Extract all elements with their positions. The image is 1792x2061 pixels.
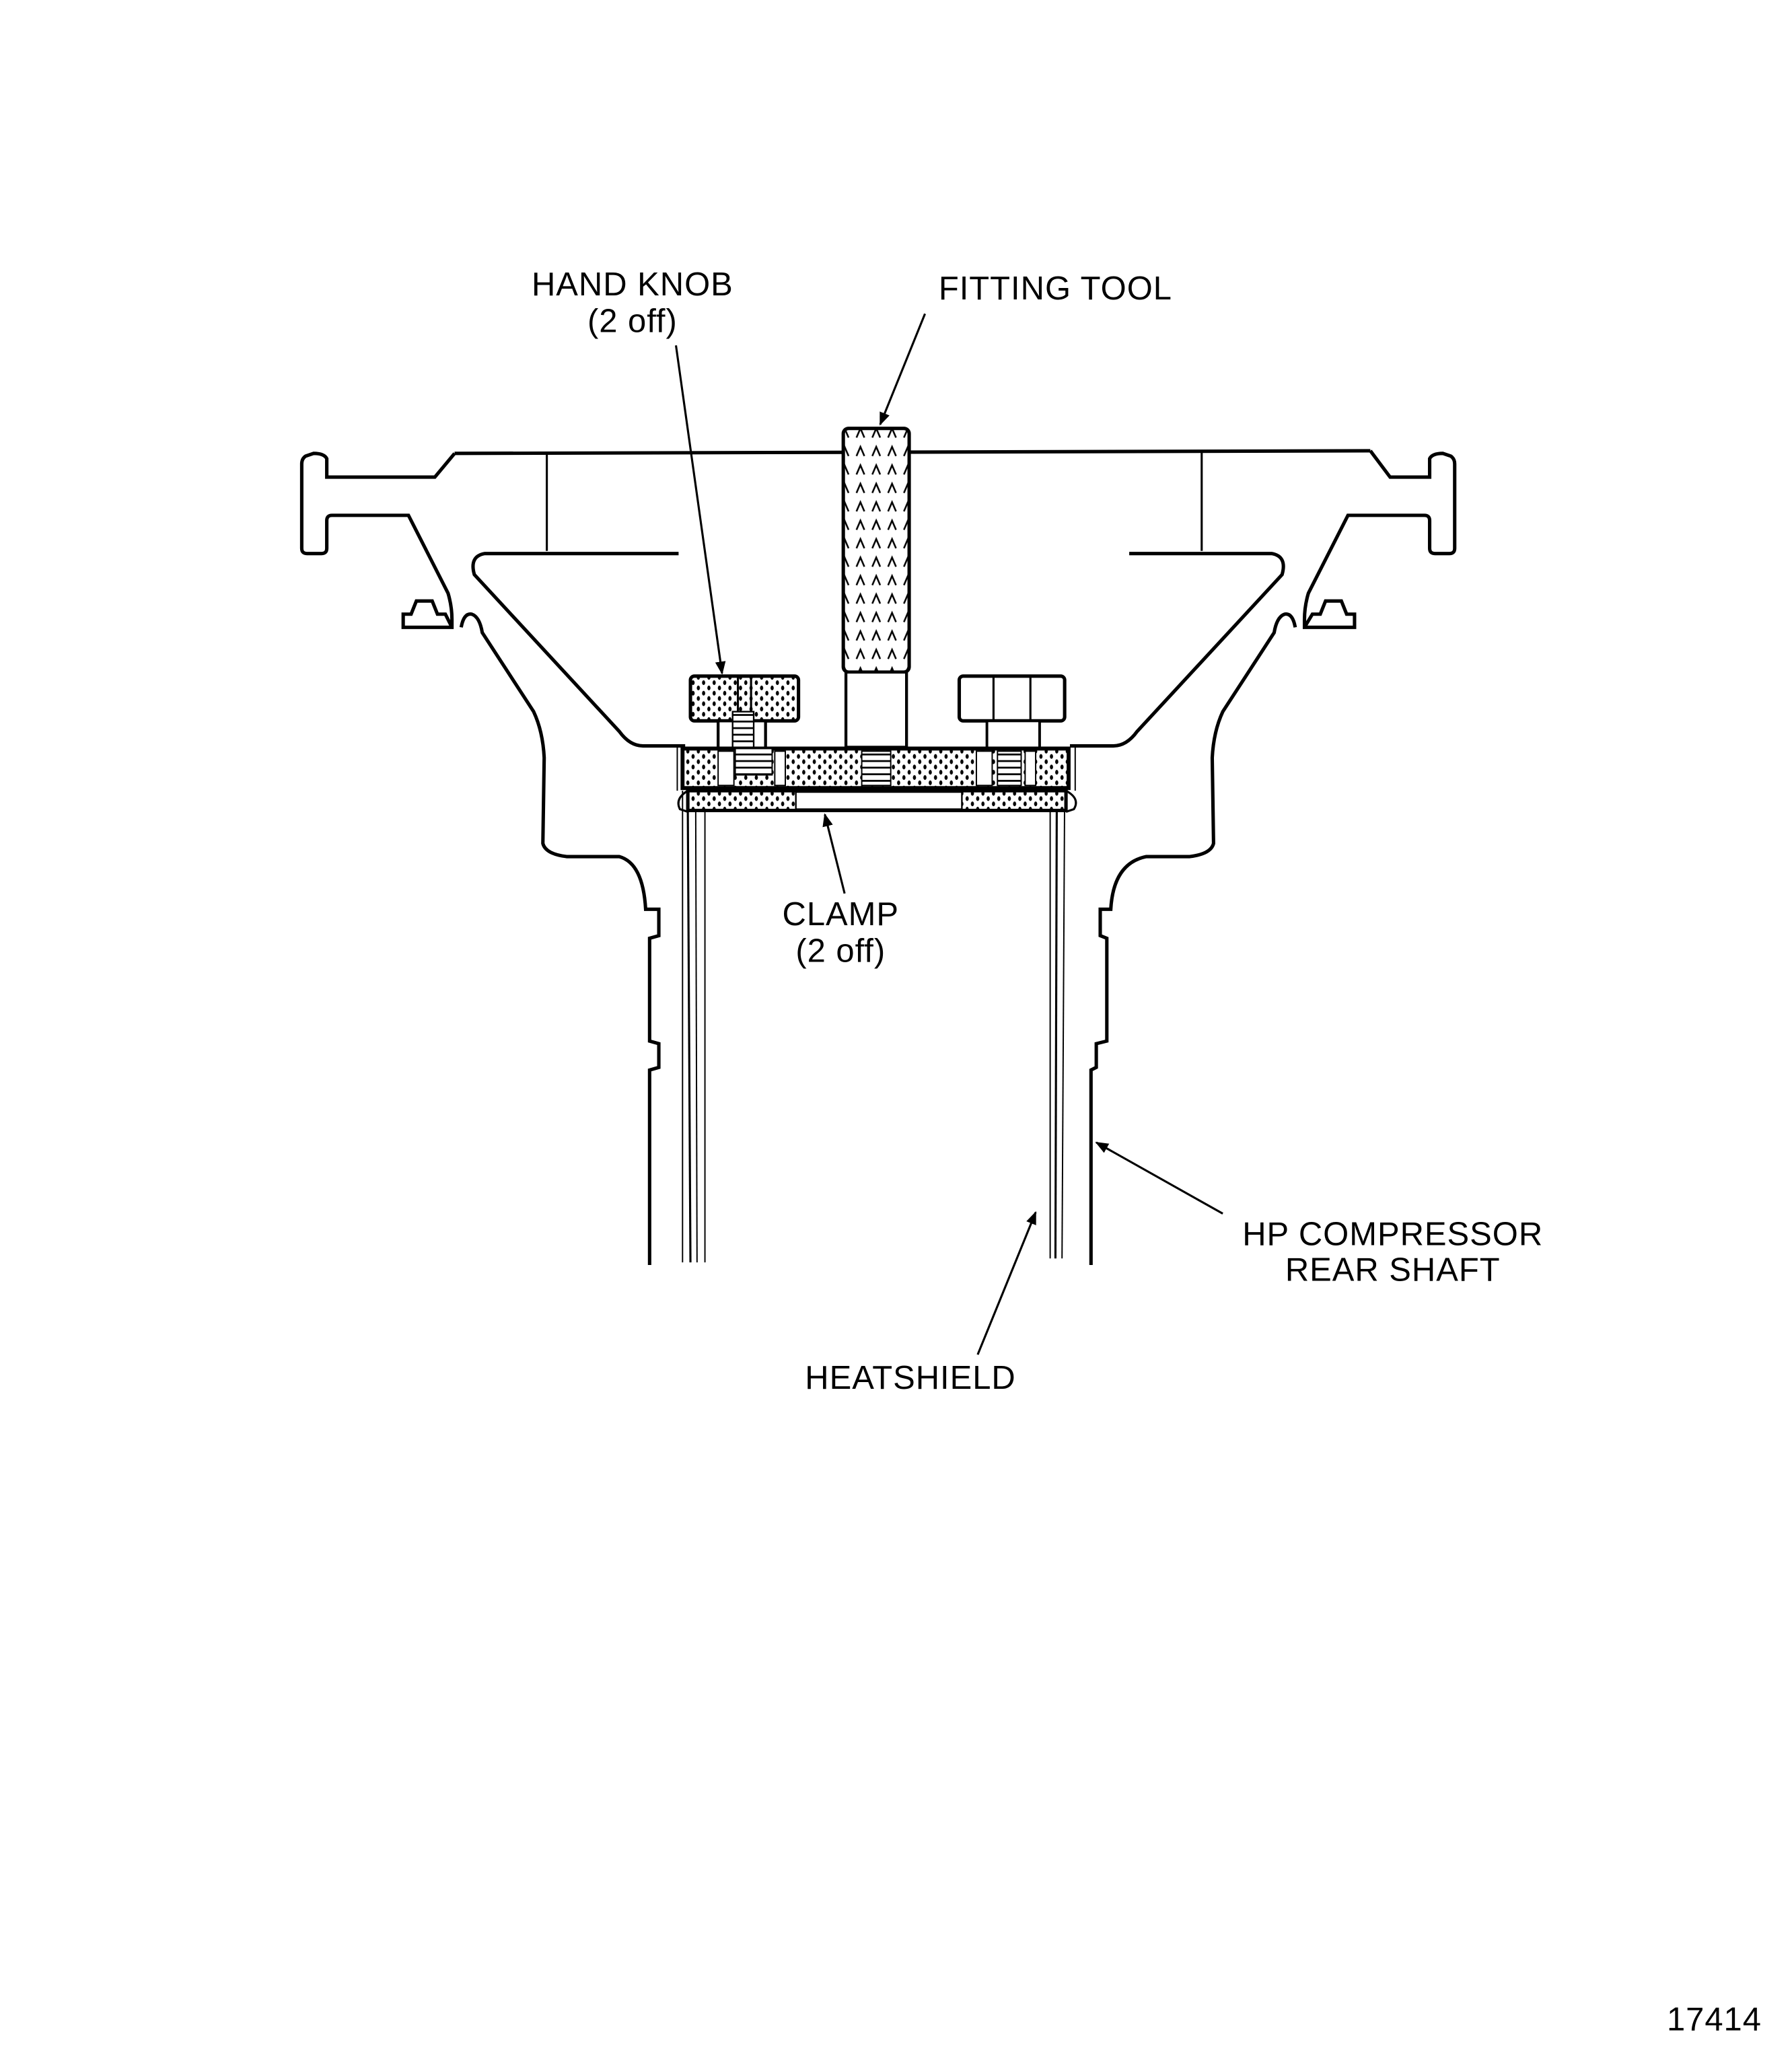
label-hand-knob-qty: (2 off) — [587, 303, 678, 340]
label-rear-shaft: REAR SHAFT — [1285, 1252, 1501, 1289]
label-hand-knob: HAND KNOB — [532, 266, 733, 303]
leader-lines — [674, 313, 1223, 1355]
label-clamp: CLAMP — [783, 896, 900, 933]
label-fitting-tool: FITTING TOOL — [939, 270, 1172, 307]
clamp-ring — [677, 789, 1077, 813]
label-heatshield: HEATSHIELD — [805, 1360, 1015, 1396]
fitting-tool — [841, 427, 911, 749]
figure-number: 17414 — [1667, 2002, 1762, 2038]
hex-nut — [957, 674, 1067, 752]
casing-outline — [299, 449, 1457, 1266]
label-hp-compressor: HP COMPRESSOR — [1242, 1217, 1543, 1253]
label-clamp-qty: (2 off) — [795, 933, 886, 970]
clamp-plate — [676, 744, 1076, 791]
